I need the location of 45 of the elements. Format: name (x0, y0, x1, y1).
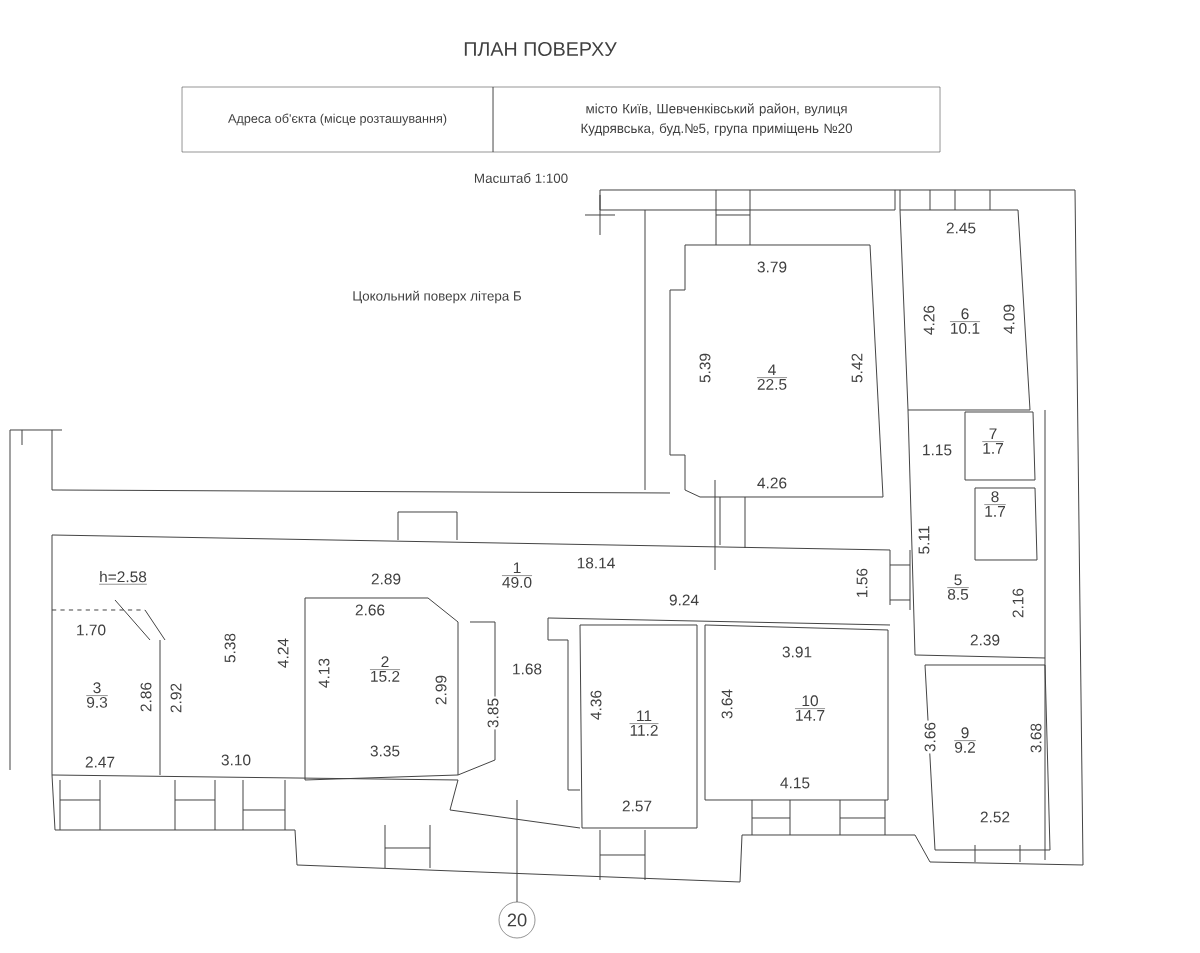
room-label: 4 22.5 (756, 362, 788, 396)
table-cell: Адреса об'єкта (місце розташування) (181, 86, 494, 153)
dimension-label: 3.35 (368, 744, 402, 758)
dimension-label: 2.92 (169, 681, 183, 715)
dimension-label: 1.70 (74, 623, 108, 637)
dimension-label: 5.11 (917, 524, 931, 556)
dimension-label: 3.68 (1029, 721, 1043, 755)
room-label: 1 49.0 (501, 560, 533, 594)
dimension-label: 5.39 (698, 351, 712, 385)
dimension-label: 2.66 (353, 603, 387, 617)
dimension-label: 4.26 (922, 303, 936, 337)
table-cell: місто Київ, Шевченківський район, вулиця Кудрявська, буд.№5, група приміщень №20 (492, 86, 941, 153)
dimension-label: 3.79 (755, 260, 789, 274)
dimension-label: 1.15 (920, 443, 954, 457)
dimension-label: 3.64 (720, 687, 734, 721)
dimension-label: 2.89 (369, 572, 403, 586)
dimension-label: 3.10 (219, 753, 253, 767)
dimension-label: 2.86 (139, 680, 153, 714)
note-text: Цокольний поверх літера Б (350, 289, 524, 305)
dimension-label: 2.99 (434, 673, 448, 707)
room-label: 10 14.7 (794, 693, 826, 727)
dimension-label: 2.45 (944, 221, 978, 235)
dimension-label: 4.13 (317, 656, 331, 690)
dimension-label: 2.57 (620, 799, 654, 813)
dimension-label: 4.36 (589, 688, 603, 722)
dimension-label: 4.15 (778, 776, 812, 790)
room-label: 2 15.2 (369, 654, 401, 688)
dimension-label: 4.26 (755, 476, 789, 490)
title: ПЛАН ПОВЕРХУ (464, 42, 617, 56)
dimension-label: 3.85 (486, 696, 500, 730)
dimension-label: 2.16 (1011, 586, 1025, 620)
dimension-label: 2.39 (968, 633, 1002, 647)
dimension-label: 18.14 (575, 556, 617, 570)
dimension-label: 4.24 (276, 636, 290, 670)
dimension-label: 2.47 (83, 755, 117, 769)
dimension-label: 2.52 (978, 810, 1012, 824)
dimension-label: 3.66 (923, 720, 937, 754)
dimension-label: 5.38 (223, 631, 237, 665)
room-label: 6 10.1 (949, 306, 981, 340)
dimension-label: 1.68 (510, 662, 544, 676)
dimension-label: 4.09 (1002, 302, 1016, 336)
dimension-label: 1.56 (855, 566, 869, 600)
dimension-label: 3.91 (780, 645, 814, 659)
dimension-label: 9.24 (667, 593, 701, 607)
dimension-label: 5.42 (850, 351, 864, 385)
